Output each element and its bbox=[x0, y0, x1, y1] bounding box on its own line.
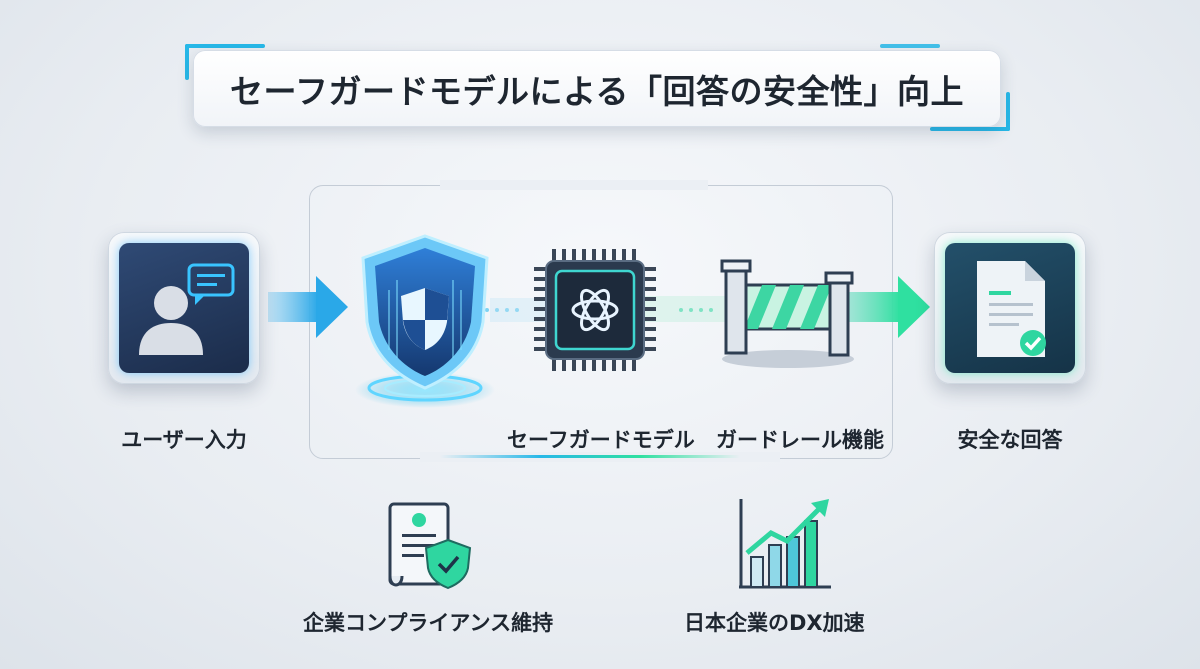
frame-glow-line bbox=[440, 455, 740, 458]
user-input-label: ユーザー入力 bbox=[121, 428, 247, 452]
dx-label: 日本企業のDX加速 bbox=[684, 611, 865, 635]
title-accent-left bbox=[185, 44, 189, 80]
document-shield-icon bbox=[388, 502, 472, 590]
dots-chip-to-guardrail bbox=[642, 296, 738, 322]
arrow-user-to-shield bbox=[268, 276, 348, 338]
title-box: セーフガードモデルによる「回答の安全性」向上 bbox=[193, 50, 1001, 127]
user-chat-icon bbox=[139, 263, 235, 355]
frame-gap-top bbox=[440, 180, 708, 190]
safe-answer-tile bbox=[934, 232, 1086, 384]
shield-icon bbox=[355, 234, 495, 408]
barrier-icon bbox=[720, 259, 854, 368]
compliance-label: 企業コンプライアンス維持 bbox=[303, 611, 554, 635]
user-input-tile bbox=[108, 232, 260, 384]
safe-answer-tile-inner bbox=[945, 243, 1075, 373]
checked-document-icon bbox=[977, 261, 1046, 357]
user-input-tile-inner bbox=[119, 243, 249, 373]
title-accent-right bbox=[1006, 92, 1010, 131]
title-accent-bottom-right bbox=[930, 127, 1010, 131]
safe-answer-label: 安全な回答 bbox=[957, 428, 1063, 452]
safeguard-model-label: セーフガードモデル bbox=[507, 428, 695, 452]
guardrail-label: ガードレール機能 bbox=[716, 428, 884, 452]
growth-chart-icon bbox=[739, 499, 831, 589]
page-title: セーフガードモデルによる「回答の安全性」向上 bbox=[229, 71, 965, 111]
arrow-guardrail-to-answer bbox=[848, 276, 930, 338]
ai-chip-icon bbox=[534, 249, 656, 371]
title-accent-top-right bbox=[880, 44, 940, 48]
title-accent-top-left bbox=[185, 44, 265, 48]
